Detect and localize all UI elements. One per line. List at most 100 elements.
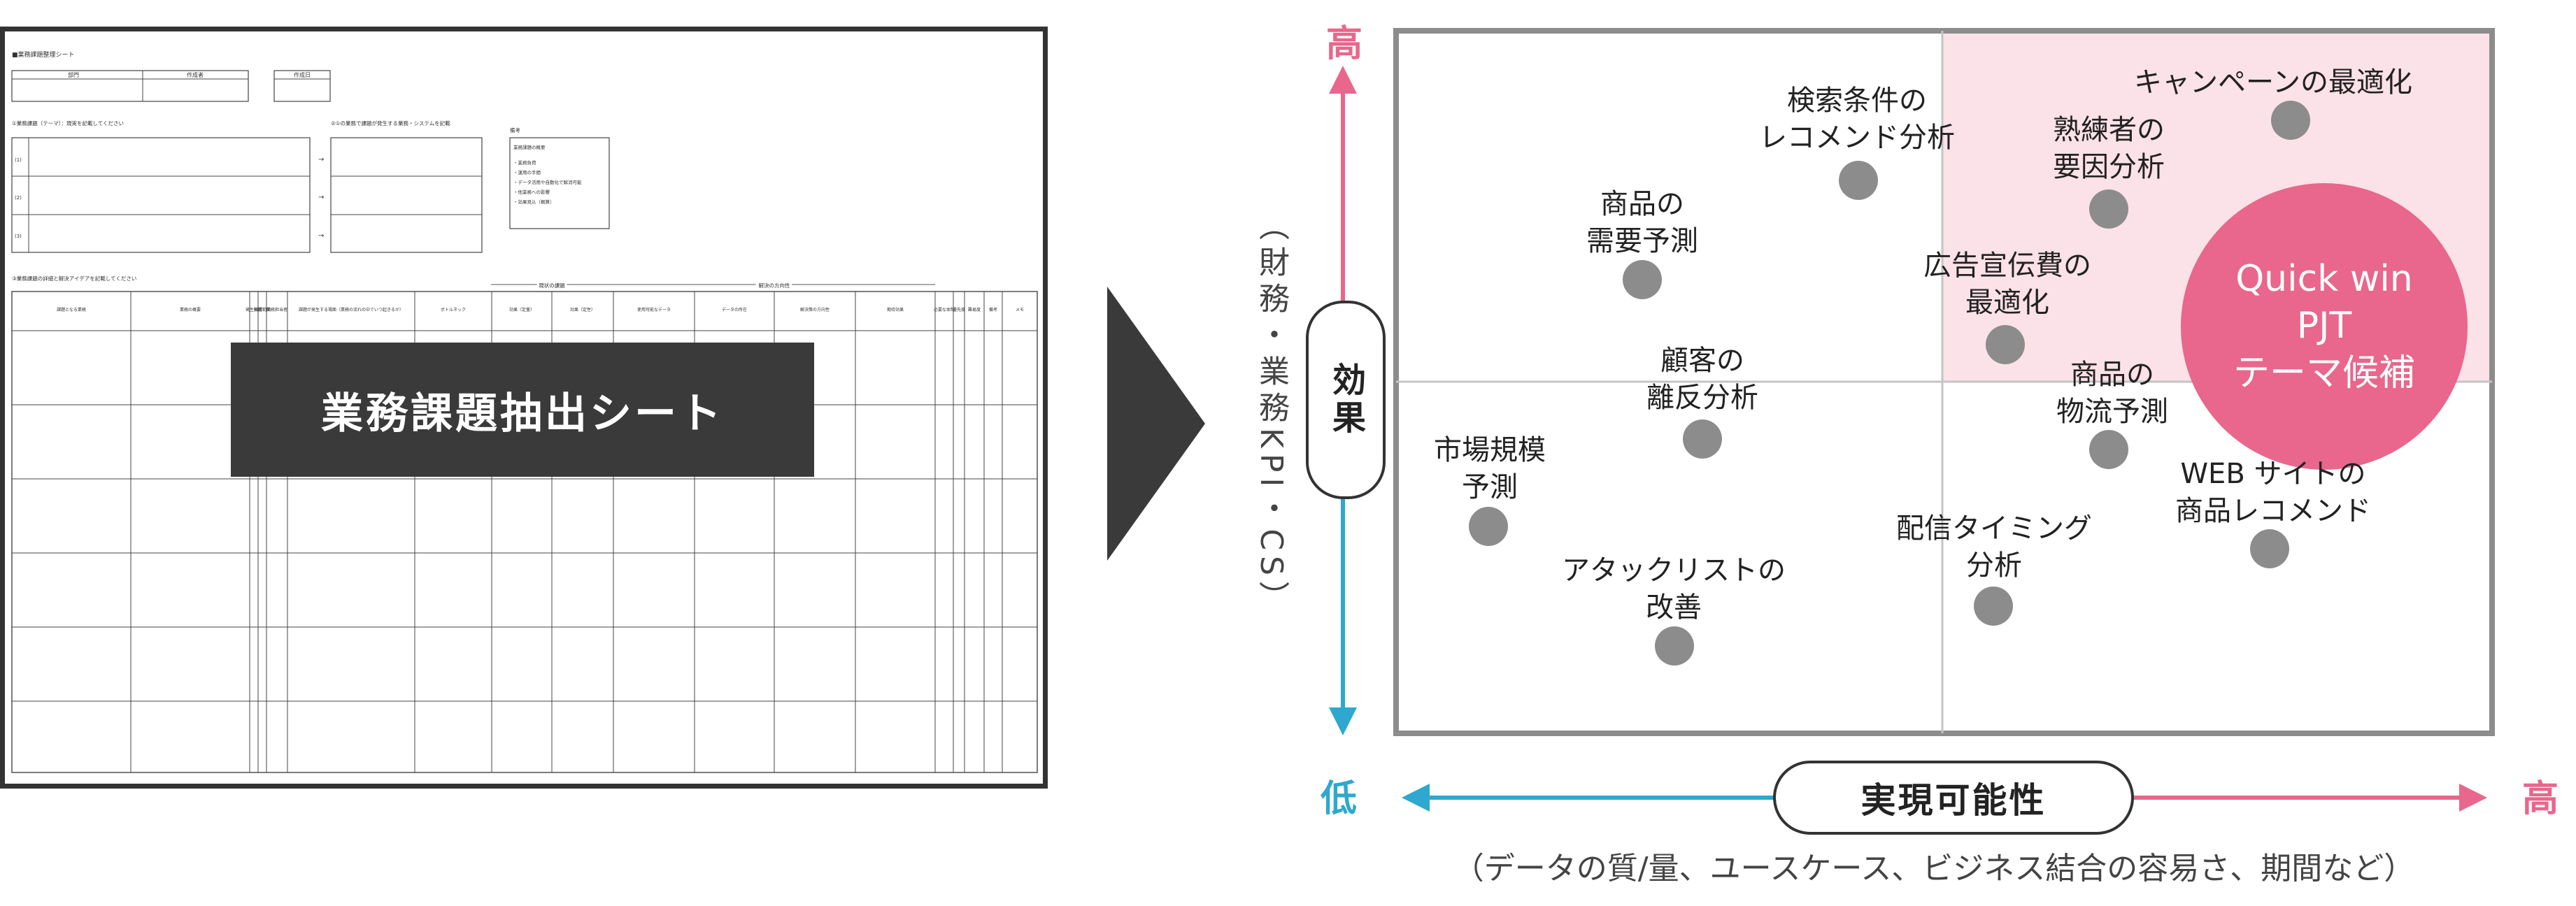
transition-arrow-icon	[1107, 287, 1205, 561]
item-label-logistics: 商品の 物流予測	[2014, 357, 2210, 431]
item-dot	[1655, 626, 1694, 666]
column-header: 発生頻度	[245, 307, 262, 312]
column-header: 課題となる業務	[57, 307, 86, 312]
item-label-line: 最適化	[1965, 286, 2049, 319]
row-marker: (3)	[15, 233, 22, 239]
item-label-line: 要因分析	[2053, 150, 2165, 183]
worksheet-title-banner: 業務課題抽出シート	[231, 343, 814, 477]
quick-win-line: PJT	[2296, 305, 2352, 347]
x-axis-title: 実現可能性	[1860, 780, 2047, 821]
memo-line: 業務課題の概要	[513, 144, 546, 150]
column-header: 必要な体制	[934, 307, 955, 312]
item-label-delivery-timing: 配信タイミング 分析	[1879, 510, 2109, 584]
column-header: 備考	[989, 307, 997, 312]
y-axis-down-arrowhead-icon	[1329, 707, 1357, 735]
item-label-line: 検索条件の	[1787, 85, 1927, 117]
memo-line: ・他業務への影響	[513, 189, 550, 195]
column-header: 業務担当者	[266, 307, 287, 312]
x-axis-low-label: 低	[1321, 778, 1358, 820]
item-label-churn: 顧客の 離反分析	[1604, 343, 1800, 417]
item-label-line: キャンペーンの最適化	[2134, 66, 2412, 99]
column-header: 影響範囲	[254, 307, 271, 312]
item-label-search-recommend: 検索条件の レコメンド分析	[1742, 82, 1972, 157]
item-label-market-size: 市場規模 予測	[1399, 432, 1581, 506]
item-label-line: 熟練者の	[2053, 114, 2165, 146]
column-header: 効果（定性）	[570, 307, 595, 312]
svg-text:→: →	[318, 194, 324, 201]
item-dot	[2089, 430, 2128, 469]
row-marker: (1)	[15, 157, 22, 163]
small-label: 作成日	[294, 71, 311, 78]
item-label-line: 物流予測	[2056, 395, 2168, 428]
item-dot	[1623, 260, 1662, 299]
item-label-attack-list: アタックリストの 改善	[1544, 552, 1803, 626]
column-header: 優先度	[953, 307, 965, 312]
item-label-line: 改善	[1646, 591, 1702, 624]
column-header: 難易度	[968, 307, 981, 312]
quick-win-line: テーマ候補	[2233, 352, 2415, 394]
svg-text:→: →	[318, 232, 324, 240]
item-label-line: 分析	[1966, 549, 2022, 582]
item-label-line: レコメンド分析	[1759, 121, 1955, 154]
x-axis-high-label: 高	[2522, 778, 2559, 820]
sheet-header-text: ■業務課題整理シート	[12, 50, 75, 59]
small-label: 作成者	[187, 71, 204, 78]
quick-win-line: Quick win	[2235, 257, 2413, 300]
y-axis-title: 効果	[1326, 362, 1365, 438]
column-header: 業務の概要	[180, 307, 201, 312]
column-header: 使用可能なデータ	[637, 307, 671, 312]
memo-line: ・運用の手間	[513, 169, 541, 175]
memo-title: 備考	[510, 127, 520, 134]
column-header: 期待効果	[887, 307, 904, 312]
y-axis-high-label: 高	[1326, 23, 1363, 65]
item-label-ad-spend: 広告宣伝費の 最適化	[1902, 247, 2112, 322]
svg-text:→: →	[318, 156, 324, 164]
item-dot	[1986, 325, 2025, 364]
item-dot	[2089, 189, 2128, 229]
item-label-line: 市場規模	[1434, 434, 1546, 466]
column-header: 効果（定量）	[509, 307, 534, 312]
item-dot	[2271, 101, 2310, 140]
item-label-line: 予測	[1462, 470, 1518, 503]
column-header: 課題が発生する場面（業務の流れの中でいつ起きるか）	[299, 307, 404, 312]
quick-win-circle: Quick win PJT テーマ候補	[2181, 183, 2468, 470]
group-header: 解決の方向性	[759, 282, 790, 289]
item-dot	[1469, 507, 1508, 546]
item-label-expert-analysis: 熟練者の 要因分析	[2007, 112, 2210, 186]
item-label-line: 広告宣伝費の	[1923, 250, 2091, 282]
item-label-line: 商品の	[1600, 188, 1684, 220]
item-label-line: 商品の	[2070, 359, 2154, 391]
x-axis-title-pill: 実現可能性	[1773, 761, 2134, 835]
y-axis-title-pill: 効果	[1306, 301, 1386, 499]
x-axis-right-arrowhead-icon	[2459, 784, 2487, 812]
item-dot	[1974, 587, 2013, 626]
item-dot	[1839, 161, 1878, 200]
item-label-campaign: キャンペーンの最適化	[2119, 64, 2427, 101]
item-label-line: 需要予測	[1586, 224, 1698, 257]
x-axis-subtitle: （データの質/量、ユースケース、ビジネス結合の容易さ、期間など）	[1453, 851, 2415, 886]
item-label-line: 離反分析	[1646, 381, 1758, 414]
item-label-line: 配信タイミング	[1896, 512, 2092, 545]
column-header: ボトルネック	[441, 307, 466, 312]
group-header: 現状の課題	[539, 282, 565, 289]
worksheet-title: 業務課題抽出シート	[321, 389, 724, 438]
section-a-label: ①業務課題（テーマ）：現実を記載してください	[12, 120, 124, 127]
small-label: 部門	[68, 71, 79, 78]
item-label-line: 顧客の	[1660, 345, 1744, 377]
row-marker: (2)	[15, 195, 22, 201]
memo-line: ・業務負荷	[513, 159, 536, 166]
item-dot	[1683, 419, 1722, 459]
memo-line: ・データ活用や自動化で解消可能	[513, 179, 582, 185]
y-axis-subtitle-box: （財務・業務KPI・CS）	[1246, 210, 1295, 643]
section-b-label: ②①の業務で課題が発生する業務・システムを記載	[331, 120, 450, 127]
item-label-line: 商品レコメンド	[2175, 494, 2371, 527]
item-dot	[2250, 529, 2289, 568]
item-label-web-recommend: WEB サイトの 商品レコメンド	[2154, 456, 2392, 530]
item-label-line: アタックリストの	[1562, 554, 1786, 587]
item-label-line: WEB サイトの	[2180, 458, 2366, 490]
section-c-label: ③業務課題の詳細と解決アイデアを記載してください	[12, 275, 136, 282]
item-label-demand-forecast: 商品の 需要予測	[1544, 186, 1740, 260]
column-header: 解決策の方向性	[800, 307, 830, 312]
worksheet-grid: ■業務課題整理シート 部門 作成者 作成日 ①業務課題（テーマ）：現実を記載して…	[11, 50, 1038, 773]
column-header: データの所在	[722, 307, 747, 312]
